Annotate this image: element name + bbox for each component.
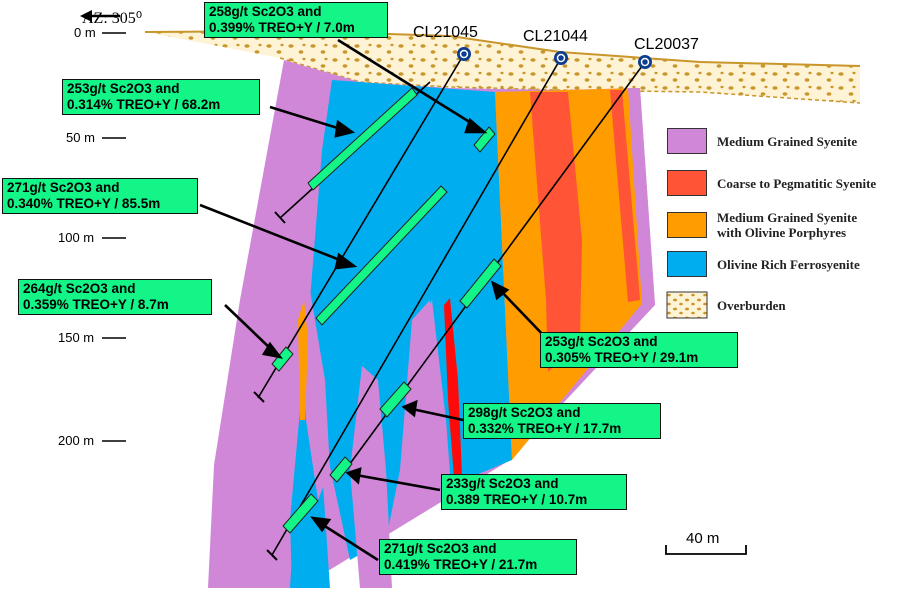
intercept-callout: 271g/t Sc2O3 and 0.419% TREO+Y / 21.7m xyxy=(379,539,577,575)
depth-label-150: 150 m xyxy=(58,330,95,345)
intercept-grade: 233g/t Sc2O3 and xyxy=(446,476,559,491)
depth-label-100: 100 m xyxy=(58,230,95,245)
intercept-callout: 253g/t Sc2O3 and 0.305% TREO+Y / 29.1m xyxy=(540,332,738,368)
legend-label: Overburden xyxy=(717,297,786,313)
legend-swatch xyxy=(667,170,707,196)
intercept-callout: 298g/t Sc2O3 and 0.332% TREO+Y / 17.7m xyxy=(463,403,661,439)
legend-label: Olivine Rich Ferrosyenite xyxy=(717,256,860,272)
intercept-callout: 264g/t Sc2O3 and 0.359% TREO+Y / 8.7m xyxy=(18,279,212,315)
azimuth-label: AZ: 305⁰ xyxy=(82,10,143,27)
scale-bar-label: 40 m xyxy=(686,530,720,547)
red-dyke xyxy=(444,298,462,478)
legend-item-syenite: Medium Grained Syenite xyxy=(667,127,857,155)
overburden-base-line xyxy=(279,57,861,104)
intercept-bars xyxy=(271,87,502,534)
intercept-grade: 258g/t Sc2O3 and xyxy=(209,4,322,19)
intercept-grade: 253g/t Sc2O3 and xyxy=(67,81,180,96)
legend-swatch xyxy=(667,292,707,318)
intercept-treo: 0.305% TREO+Y / 29.1m xyxy=(545,350,699,365)
pegmatitic-band-2 xyxy=(610,90,640,302)
syenite-margin-right xyxy=(628,88,655,305)
scale-bar xyxy=(665,545,747,555)
depth-label-200: 200 m xyxy=(58,433,95,448)
legend-swatch xyxy=(667,212,707,238)
legend-label: Medium Grained Syenite with Olivine Porp… xyxy=(717,210,858,240)
legend-overburden-pattern xyxy=(666,291,708,319)
drill-hole-label: CL20037 xyxy=(634,36,699,53)
intercept-grade: 264g/t Sc2O3 and xyxy=(23,281,136,296)
intercept-callout: 271g/t Sc2O3 and 0.340% TREO+Y / 85.5m xyxy=(2,178,198,214)
intercept-grade: 298g/t Sc2O3 and xyxy=(468,405,581,420)
intercept-treo: 0.332% TREO+Y / 17.7m xyxy=(468,421,622,436)
drill-trace-cl21044-end xyxy=(266,549,278,561)
drill-collar-icon xyxy=(457,47,652,69)
intercept-treo: 0.314% TREO+Y / 68.2m xyxy=(67,97,221,112)
drill-hole-label: CL21045 xyxy=(413,24,478,41)
depth-ticks xyxy=(102,32,126,442)
intercept-grade: 271g/t Sc2O3 and xyxy=(384,541,497,556)
legend-item-pegmatitic: Coarse to Pegmatitic Syenite xyxy=(667,169,876,197)
intercept-callout: 253g/t Sc2O3 and 0.314% TREO+Y / 68.2m xyxy=(62,79,260,115)
overburden-layer xyxy=(145,31,860,103)
drill-hole-label: CL21044 xyxy=(523,28,588,45)
intercept-grade: 253g/t Sc2O3 and xyxy=(545,334,658,349)
drill-trace-cl21044 xyxy=(271,57,562,556)
drill-trace-upper-end xyxy=(274,211,286,224)
intercept-treo: 0.389 TREO+Y / 10.7m xyxy=(446,492,588,507)
legend-item-overburden: Overburden xyxy=(667,291,786,319)
legend-label: Medium Grained Syenite xyxy=(717,133,858,149)
intercept-grade: 271g/t Sc2O3 and xyxy=(7,180,120,195)
depth-label-0: 0 m xyxy=(74,25,96,40)
pegmatitic-band-1 xyxy=(530,92,582,372)
depth-label-50: 50 m xyxy=(66,130,95,145)
legend-swatch xyxy=(667,251,707,277)
olivine-porphyre-sliver xyxy=(298,300,308,420)
arrow-left-icon xyxy=(80,10,120,22)
syenite-finger-3 xyxy=(418,300,452,500)
legend-item-olivine-porphyre: Medium Grained Syenite with Olivine Porp… xyxy=(667,210,858,240)
legend-item-ferrosyenite: Olivine Rich Ferrosyenite xyxy=(667,250,860,278)
intercept-treo: 0.399% TREO+Y / 7.0m xyxy=(209,20,355,35)
intercept-treo: 0.419% TREO+Y / 21.7m xyxy=(384,557,538,572)
intercept-callout: 258g/t Sc2O3 and 0.399% TREO+Y / 7.0m xyxy=(204,2,388,38)
intercept-treo: 0.340% TREO+Y / 85.5m xyxy=(7,196,161,211)
drill-trace-cl21045 xyxy=(257,53,465,399)
leader-arrows xyxy=(199,38,549,562)
legend-swatch xyxy=(667,128,707,154)
legend-label: Coarse to Pegmatitic Syenite xyxy=(717,175,877,191)
intercept-treo: 0.359% TREO+Y / 8.7m xyxy=(23,297,169,312)
intercept-callout: 233g/t Sc2O3 and 0.389 TREO+Y / 10.7m xyxy=(441,474,627,510)
drill-trace-cl21045-end xyxy=(253,391,265,403)
